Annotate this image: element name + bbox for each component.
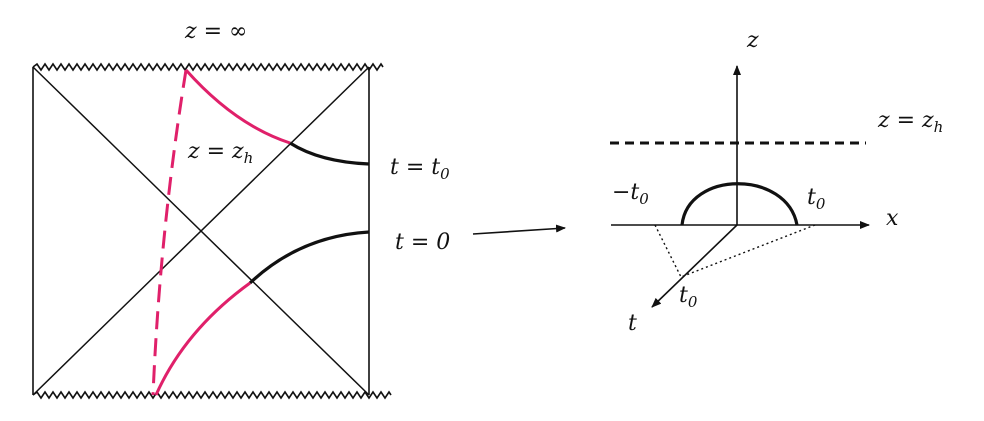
magenta-curve-lower	[154, 281, 251, 396]
geodesic-arc	[680, 182, 799, 226]
black-curve-lower	[248, 230, 370, 285]
horizon-label-right: z = zh	[877, 108, 943, 136]
time-zero-label: t = 0	[395, 230, 450, 255]
neg-t0-label: −t0	[612, 180, 649, 208]
top-boundary-label: z = ∞	[184, 19, 247, 44]
t-axis	[651, 224, 738, 308]
horizon-label: z = zh	[187, 139, 253, 167]
x-axis-label: x	[886, 206, 899, 231]
t-axis-label: t	[628, 311, 637, 336]
time-t0-label: t = t0	[390, 155, 450, 183]
dashed-magenta-curve	[151, 69, 188, 396]
penrose-diagram: z = ∞ z = zh t = t0 t = 0	[32, 19, 450, 400]
z-axis-label: z	[746, 28, 759, 53]
black-curve-upper	[289, 141, 370, 166]
magenta-curve-upper	[184, 69, 291, 145]
t-axis-t0-label: t0	[679, 283, 698, 311]
bottom-singularity-line	[32, 390, 392, 400]
dotted-line-left	[654, 224, 682, 278]
dotted-line-right	[680, 224, 816, 278]
top-singularity-line	[32, 62, 384, 72]
horizon-diagonal-2	[32, 66, 370, 396]
mapping-arrow	[472, 224, 566, 235]
pos-t0-label: t0	[807, 185, 826, 213]
bulk-coordinate-diagram: z x t z = zh −t0 t0 t0	[610, 28, 943, 336]
